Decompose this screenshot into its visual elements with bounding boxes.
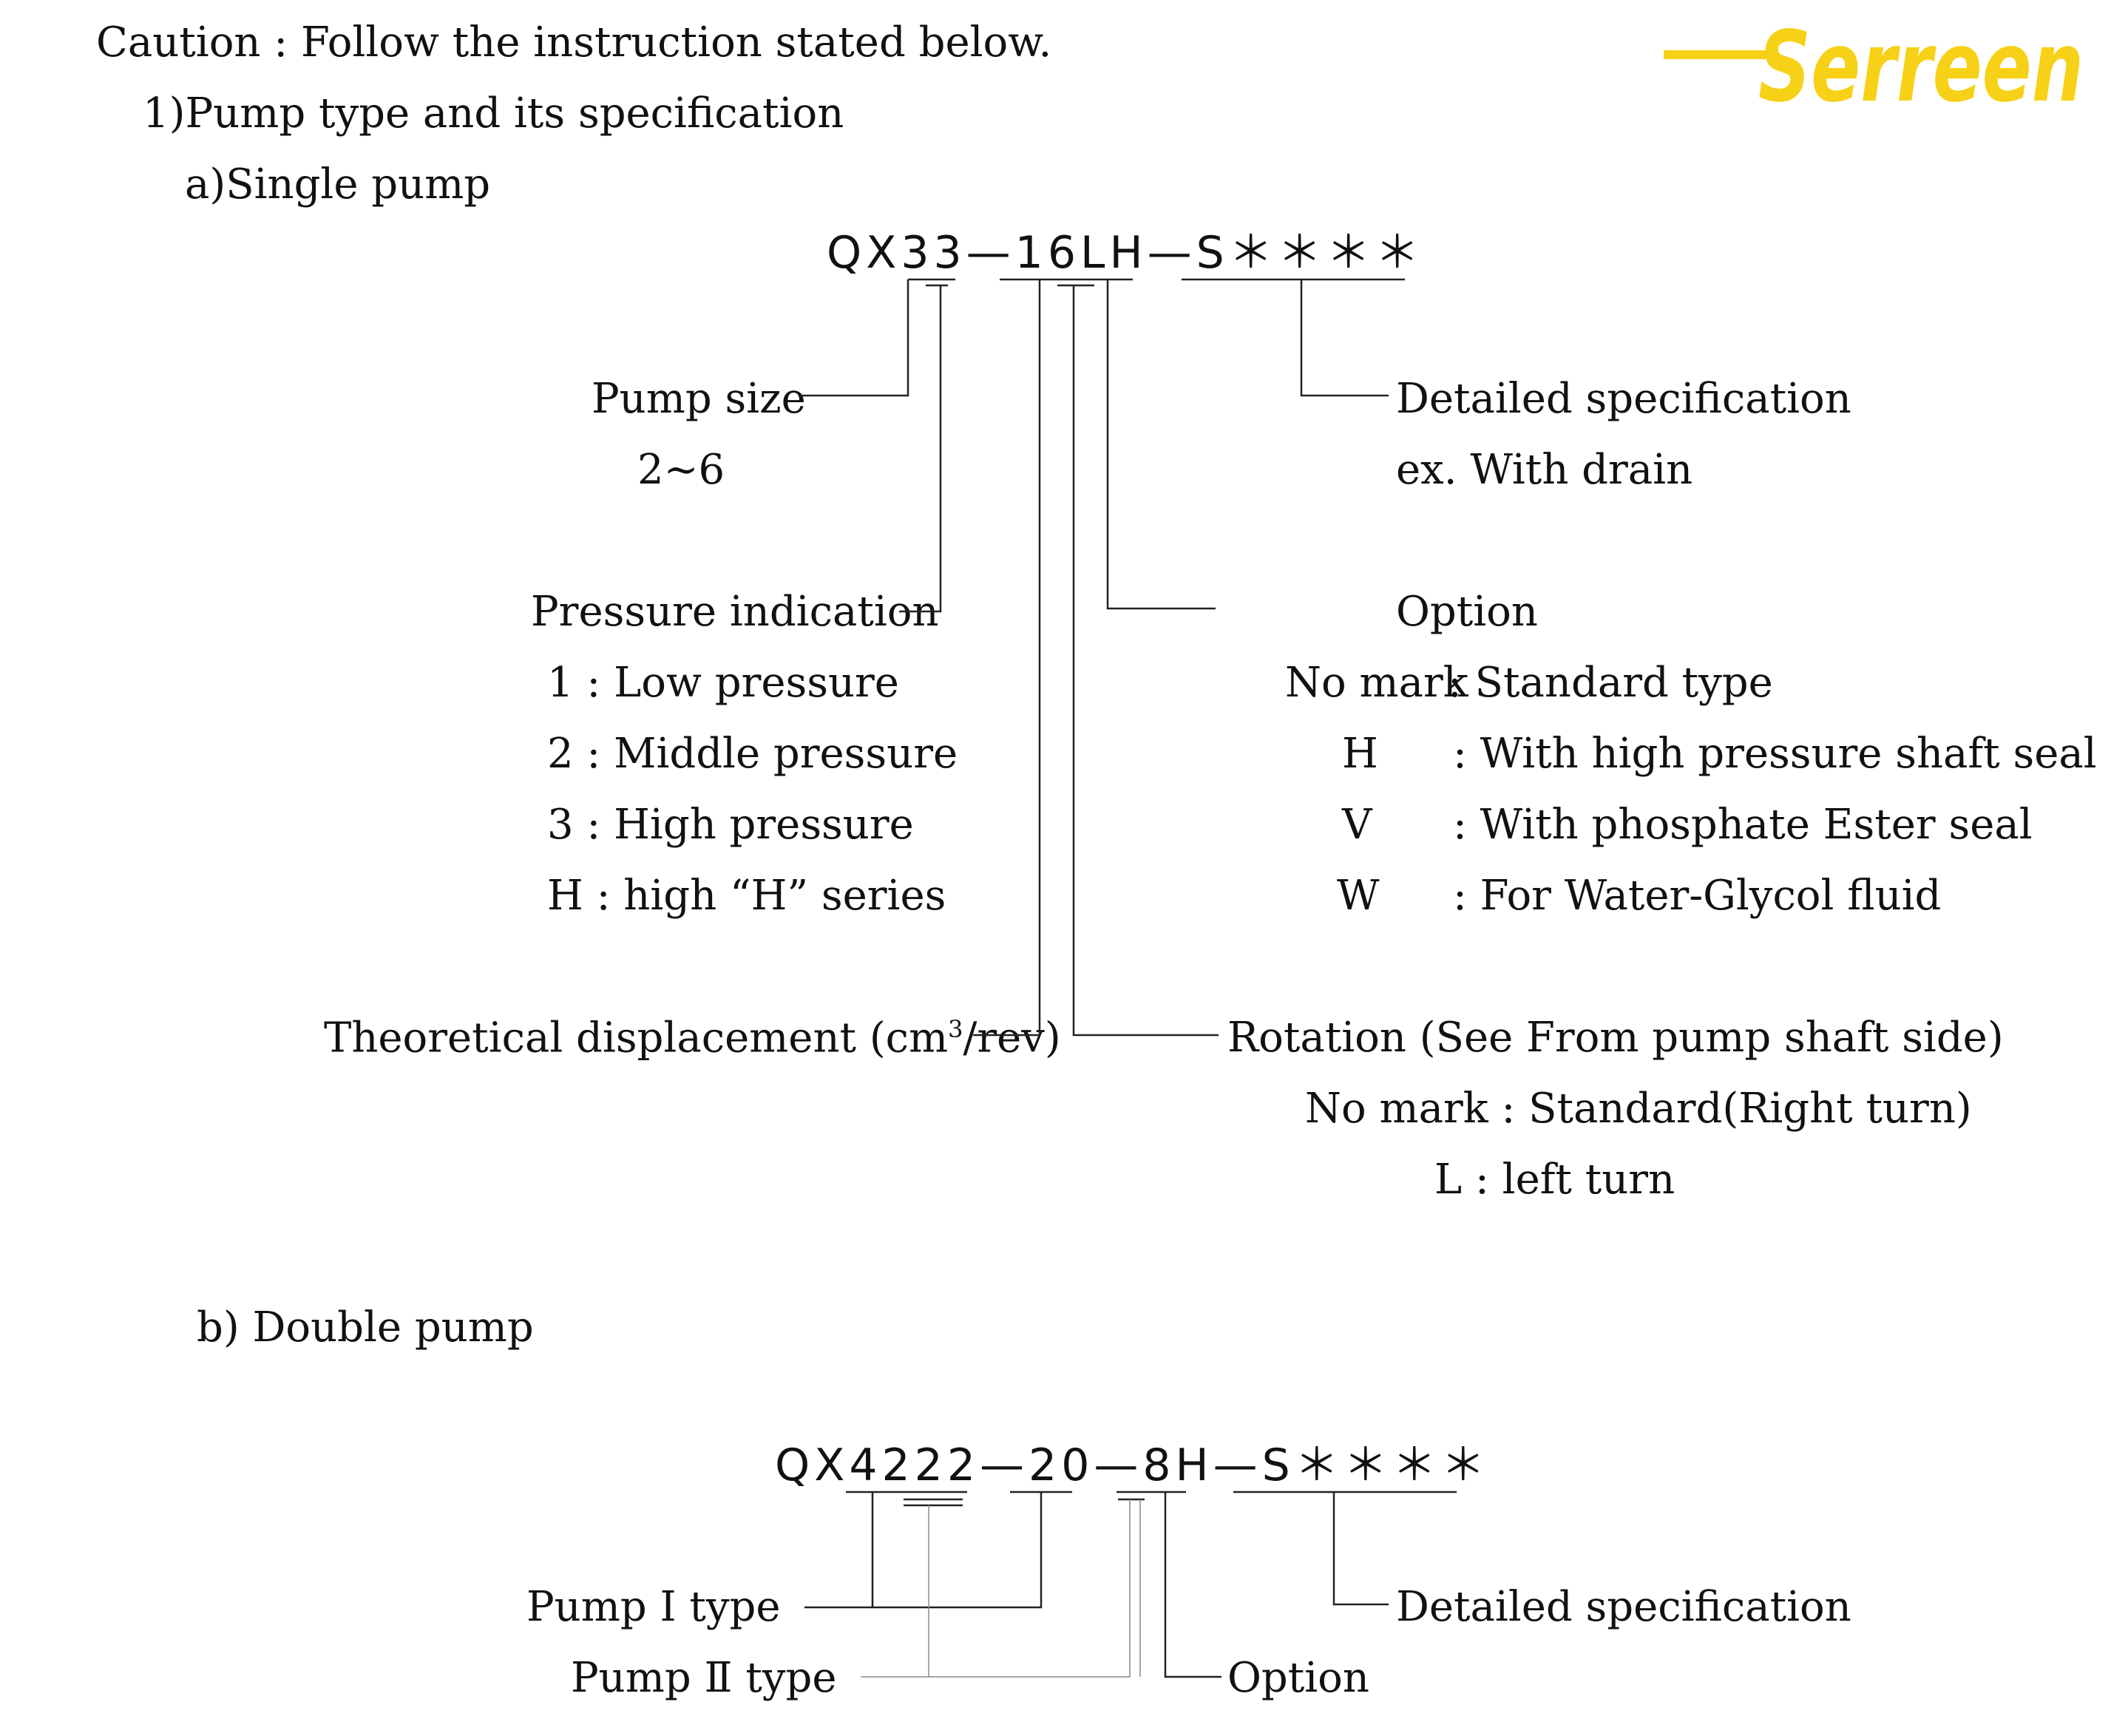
section-title-pump-type: 1)Pump type and its specification [143,89,844,138]
pressure-item: 2 : Middle pressure [547,730,958,778]
rotation-label: Rotation (See From pump shaft side) [1227,1014,2004,1062]
option-item-key: H [1342,730,1378,778]
option-item-key: No mark [1285,659,1468,707]
option-label: Option [1396,588,1538,636]
rotation-item: No mark : Standard(Right turn) [1305,1085,1972,1133]
pump2-type-label: Pump Ⅱ type [571,1654,837,1702]
double-pump-model-code: QX4222—20—8H—S＊＊＊＊ [775,1440,1490,1491]
caution-text: Caution : Follow the instruction stated … [96,18,1052,67]
pressure-item: H : high “H” series [547,872,946,920]
option-item-value: : With high pressure shaft seal [1453,730,2097,778]
double-option-label: Option [1227,1654,1369,1702]
displacement-superscript: 3 [948,1015,963,1043]
displacement-unit: /rev) [963,1014,1061,1062]
double-detailed-spec-label: Detailed specification [1396,1583,1851,1631]
pressure-item: 1 : Low pressure [547,659,899,707]
svg-text:Serreen: Serreen [1758,13,2084,109]
detailed-spec-label: Detailed specification [1396,375,1851,423]
option-item-value: : For Water-Glycol fluid [1453,872,1942,920]
option-item-key: W [1337,872,1380,920]
pressure-indication-label: Pressure indication [531,588,939,636]
option-item-value: : With phosphate Ester seal [1453,801,2033,849]
option-item-value: : Standard type [1448,659,1773,707]
displacement-text: Theoretical displacement (cm [324,1014,949,1062]
double-pump-title: b) Double pump [197,1303,534,1352]
serreen-logo: Serreen [1664,10,2093,124]
single-pump-title: a)Single pump [185,160,491,208]
rotation-item: L : left turn [1434,1156,1675,1204]
option-item-key: V [1342,801,1372,849]
displacement-label: Theoretical displacement (cm3/rev) [324,1017,1061,1059]
detailed-spec-example: ex. With drain [1396,446,1693,494]
single-pump-model-code: QX33—16LH—S＊＊＊＊ [827,227,1424,279]
pump-size-range: 2∼6 [637,446,725,494]
pressure-item: 3 : High pressure [547,801,914,849]
pump-size-label: Pump size [592,375,806,423]
pump1-type-label: Pump Ⅰ type [526,1583,781,1631]
